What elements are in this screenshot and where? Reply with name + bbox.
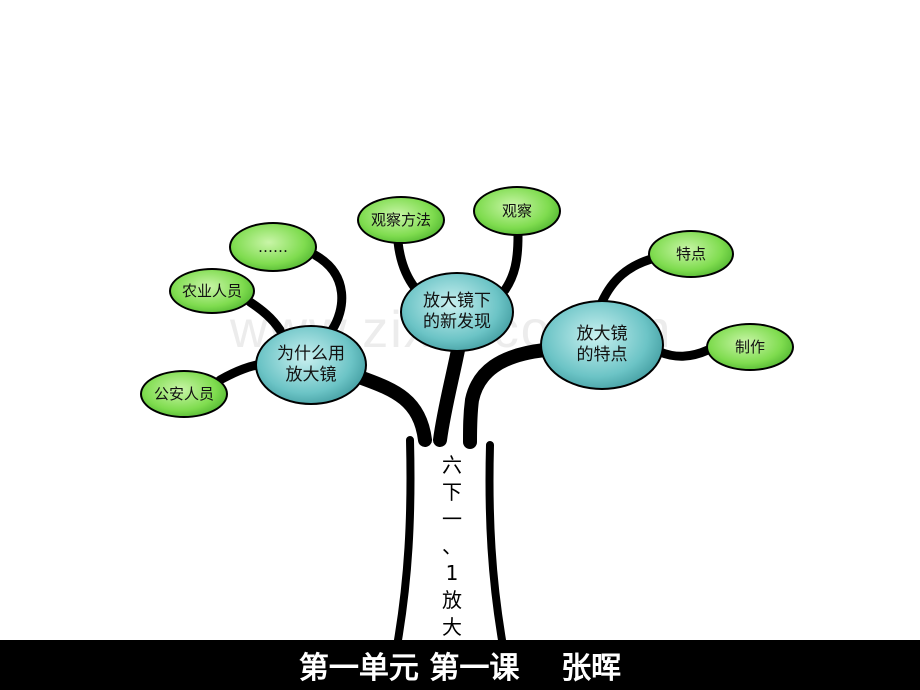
leaf-observation-method: 观察方法 — [357, 196, 445, 244]
twig-observe — [500, 231, 523, 295]
trunk-char: 下 — [442, 480, 462, 504]
node-why-label: 为什么用 放大镜 — [277, 343, 345, 385]
leaf-farmer: 农业人员 — [169, 268, 255, 314]
leaf-ellipsis: …… — [229, 222, 317, 272]
leaf-police-label: 公安人员 — [153, 384, 214, 403]
branch-discovery — [433, 343, 465, 447]
footer-bar: 第一单元 第一课 张晖 — [0, 640, 920, 690]
node-why-use-magnifier: 为什么用 放大镜 — [255, 325, 367, 405]
trunk-char: 大 — [442, 615, 462, 639]
twig-farmer — [245, 297, 285, 335]
trunk-char: 六 — [442, 453, 462, 477]
footer-text: 第一单元 第一课 张晖 — [298, 651, 622, 686]
leaf-police: 公安人员 — [140, 370, 228, 418]
node-discovery-label: 放大镜下 的新发现 — [423, 290, 491, 332]
leaf-ellipsis-label: …… — [258, 237, 288, 256]
branch-features — [463, 343, 552, 449]
trunk-char: 1 — [445, 561, 459, 585]
leaf-farmer-label: 农业人员 — [181, 281, 242, 300]
twig-make — [655, 345, 713, 361]
node-features-label: 放大镜 的特点 — [576, 323, 628, 365]
leaf-trait-label: 特点 — [675, 244, 706, 263]
branch-why — [355, 371, 432, 447]
trunk-title: 六 下 一 、 1 放 大 镜 — [437, 452, 467, 668]
leaf-trait: 特点 — [648, 230, 734, 278]
leaf-observe: 观察 — [473, 186, 561, 236]
twig-ellipsis — [310, 250, 347, 335]
leaf-observe-label: 观察 — [501, 201, 532, 220]
trunk-char: 、 — [442, 534, 462, 558]
node-magnifier-features: 放大镜 的特点 — [540, 300, 664, 390]
trunk-right-edge — [485, 441, 506, 644]
trunk-char: 放 — [442, 588, 462, 612]
leaf-make: 制作 — [706, 323, 794, 371]
trunk-left-edge — [394, 436, 415, 644]
node-new-discovery: 放大镜下 的新发现 — [400, 272, 514, 352]
twig-method — [393, 237, 420, 293]
trunk-char: 一 — [442, 507, 462, 531]
leaf-make-label: 制作 — [734, 337, 765, 356]
twig-trait — [597, 253, 660, 307]
leaf-method-label: 观察方法 — [370, 210, 431, 229]
